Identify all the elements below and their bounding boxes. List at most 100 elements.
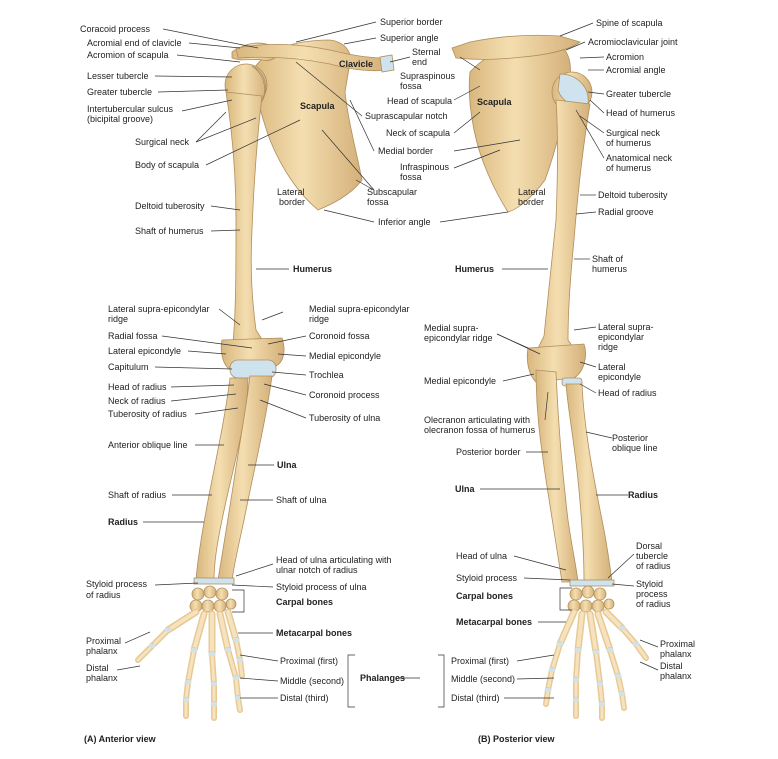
anterior-capitulum-trochlea (229, 359, 277, 379)
post-hand-finger-2-joint-2 (572, 677, 580, 683)
label-trochlea: Trochlea (309, 370, 344, 380)
label-medial-supra-epicondylar-ridge-posterior-2: epicondylar ridge (424, 333, 493, 343)
label-carpal-bones-anterior: Carpal bones (276, 597, 334, 607)
anterior-arm (189, 39, 395, 613)
label-shaft-of-humerus-posterior: Shaft of (592, 254, 624, 264)
post-hand-finger-4-joint-3 (618, 691, 626, 697)
post-hand-finger-3-bone-3-highlight (598, 682, 604, 706)
label-lateral-border-posterior-2: border (518, 197, 545, 207)
ant-hand-finger-5-bone-1-highlight (226, 610, 238, 642)
label-head-of-scapula: Head of scapula (387, 96, 453, 106)
label-medial-supra-epicondylar-ridge-2: ridge (309, 314, 330, 324)
label-ulna-posterior: Ulna (455, 484, 475, 494)
label-styloid-process-of-radius-2: of radius (86, 590, 121, 600)
label-surgical-neck-of-humerus-2: of humerus (606, 138, 652, 148)
label-acromion: Acromion (606, 52, 645, 62)
ant-hand-finger-2-bone-1-highlight (192, 612, 206, 652)
ant-hand-finger-4-joint-2 (232, 675, 240, 681)
label-medial-supra-epicondylar-ridge-posterior: Medial supra- (424, 323, 479, 333)
label-suprascapular-notch: Suprascapular notch (365, 111, 448, 121)
ant-hand-finger-5-joint-1 (232, 637, 240, 643)
post-hand-finger-2-joint-1 (574, 647, 582, 653)
label-supraspinous-fossa: Supraspinous (400, 71, 456, 81)
label-humerus-anterior: Humerus (293, 264, 333, 274)
label-lateral-supra-epicondylar-ridge-posterior-3: ridge (598, 342, 619, 352)
label-coronoid-fossa: Coronoid fossa (309, 331, 370, 341)
posterior-carpals (567, 585, 615, 613)
label-medial-epicondyle-posterior: Medial epicondyle (424, 376, 497, 386)
label-medial-border: Medial border (378, 146, 434, 156)
label-ulnar-notch-of-radius: ulnar notch of radius (276, 565, 358, 575)
caption-posterior-view: (B) Posterior view (478, 734, 555, 744)
label-acromial-end-of-clavicle: Acromial end of clavicle (87, 38, 182, 48)
label-tuberosity-of-ulna: Tuberosity of ulna (309, 413, 381, 423)
ant-hand-finger-1-bone-2-highlight (150, 628, 170, 648)
anterior-wrist-cartilage (193, 577, 235, 585)
label-lateral-supra-epicondylar-ridge-2: ridge (108, 314, 129, 324)
label-sternal-end-2: end (412, 57, 428, 67)
ant-hand-finger-4-joint-1 (224, 647, 232, 653)
label-acromioclavicular-joint: Acromioclavicular joint (588, 37, 678, 47)
post-hand-finger-1-joint-2 (548, 667, 556, 673)
label-olecranon-fossa-of-humerus: olecranon fossa of humerus (424, 425, 536, 435)
label-distal-phalanx-posterior: Distal (660, 661, 683, 671)
label-spine-of-scapula: Spine of scapula (596, 18, 663, 28)
label-proximal-first: Proximal (first) (280, 656, 338, 666)
label-shaft-of-humerus: Shaft of humerus (135, 226, 204, 236)
label-lateral-supra-epicondylar-ridge-posterior-2: epicondylar (598, 332, 645, 342)
label-lateral-epicondyle: Lateral epicondyle (108, 346, 182, 356)
label-anatomical-neck-of-humerus: Anatomical neck (606, 153, 673, 163)
label-proximal-phalanx: Proximal (86, 636, 122, 646)
label-styloid-process-of-radius: Styloid process (86, 579, 148, 589)
post-hand-finger-5-bone-2-highlight (620, 626, 638, 646)
label-dorsal-tubercle-of-radius: Dorsal (636, 541, 663, 551)
label-radial-groove: Radial groove (598, 207, 654, 217)
ant-hand-finger-2-joint-1 (190, 647, 198, 653)
label-distal-phalanx-posterior-2: phalanx (660, 671, 692, 681)
post-hand-finger-5-joint-1 (618, 625, 626, 631)
label-body-of-scapula: Body of scapula (135, 160, 200, 170)
post-hand-finger-2-joint-3 (572, 697, 580, 703)
ant-hand-finger-1-bone-1-highlight (166, 610, 198, 632)
label-head-of-ulna: Head of ulna (456, 551, 508, 561)
ant-hand-finger-4-bone-1-highlight (218, 612, 230, 652)
label-greater-tubercle-posterior: Greater tubercle (606, 89, 672, 99)
post-hand-finger-3-joint-1 (592, 649, 600, 655)
label-middle-second-posterior: Middle (second) (451, 674, 516, 684)
post-hand-finger-1-joint-3 (544, 687, 552, 693)
label-styloid-process-of-radius-posterior: Styloid (636, 579, 664, 589)
label-styloid-process-of-radius-posterior-3: of radius (636, 599, 671, 609)
post-hand-finger-3-bone-2-highlight (594, 650, 602, 686)
posterior-spine-of-scapula (451, 34, 581, 60)
label-neck-of-scapula: Neck of scapula (386, 128, 451, 138)
label-lesser-tubercle: Lesser tubercle (87, 71, 149, 81)
anterior-scapula (251, 39, 363, 211)
label-shaft-of-radius: Shaft of radius (108, 490, 167, 500)
label-superior-border: Superior border (380, 17, 443, 27)
label-surgical-neck-of-humerus: Surgical neck (606, 128, 661, 138)
label-bicipital-groove: (bicipital groove) (87, 114, 154, 124)
posterior-wrist-cartilage (569, 579, 615, 587)
post-hand-finger-4-bone-2-highlight (608, 648, 620, 678)
post-hand-finger-3-joint-3 (598, 701, 606, 707)
ant-hand-finger-4-bone-2-highlight (226, 648, 238, 680)
label-tuberosity-of-radius: Tuberosity of radius (108, 409, 187, 419)
label-radius-posterior: Radius (628, 490, 659, 500)
label-anatomical-neck-of-humerus-2: of humerus (606, 163, 652, 173)
label-lateral-supra-epicondylar-ridge-posterior: Lateral supra- (598, 322, 654, 332)
label-shaft-of-ulna: Shaft of ulna (276, 495, 327, 505)
label-posterior-oblique-line-2: oblique line (612, 443, 658, 453)
post-hand-finger-4-bone-1-highlight (596, 612, 612, 652)
label-styloid-process-posterior: Styloid process (456, 573, 518, 583)
label-distal-phalanx: Distal (86, 663, 109, 673)
anterior-hand (135, 608, 245, 721)
label-metacarpal-bones-anterior: Metacarpal bones (276, 628, 353, 638)
label-scapula-anterior: Scapula (300, 101, 335, 111)
post-hand-finger-4-bone-3-highlight (616, 674, 624, 696)
label-deltoid-tuberosity: Deltoid tuberosity (135, 201, 205, 211)
ant-hand-finger-4-joint-3 (234, 695, 242, 701)
label-proximal-phalanx-posterior-2: phalanx (660, 649, 692, 659)
label-posterior-oblique-line: Posterior (612, 433, 649, 443)
ant-hand-finger-1-joint-2 (148, 643, 156, 649)
